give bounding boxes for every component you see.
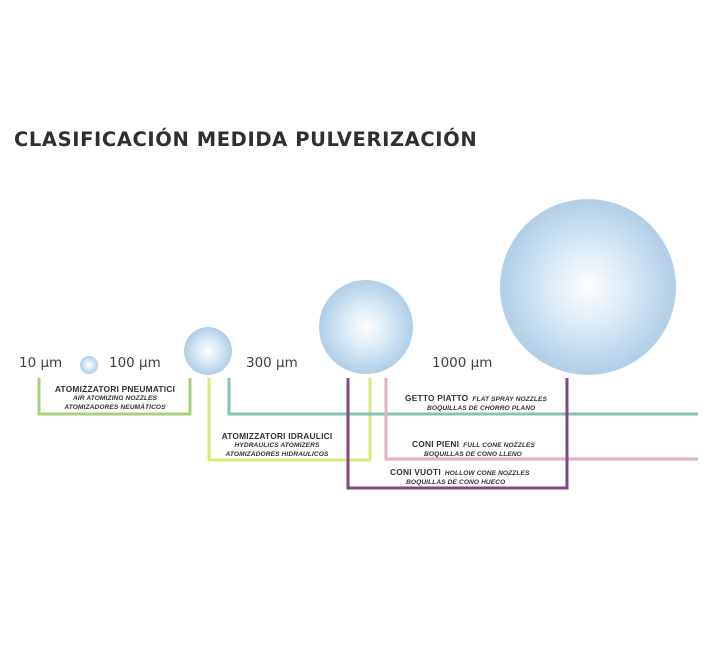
hollow-cone-spanish: BOQUILLAS DE CONO HUECO [406, 479, 506, 486]
air-atomizing-spanish: ATOMIZADORES NEUMÁTICOS [64, 404, 166, 411]
full-cone-range-line [384, 378, 698, 461]
page-title: CLASIFICACIÓN MEDIDA PULVERIZACIÓN [14, 128, 478, 151]
air-atomizing-english: AIR ATOMIZING NOZZLES [72, 395, 158, 402]
full-cone-spanish: BOQUILLAS DE CONO LLENO [424, 451, 522, 458]
flat-spray-range-line [227, 378, 698, 416]
flat-spray-title: GETTO PIATTO [405, 393, 469, 403]
hollow-cone-english: HOLLOW CONE NOZZLES [444, 470, 530, 477]
droplet-300um [184, 327, 232, 375]
hydraulic-range-line [207, 378, 372, 462]
air-atomizing-title: ATOMIZZATORI PNEUMATICI [54, 384, 176, 394]
hydraulic-title: ATOMIZZATORI IDRAULICI [221, 431, 333, 441]
hydraulic-english: HYDRAULICS ATOMIZERS [234, 442, 320, 449]
flat-spray-english: FLAT SPRAY NOZZLES [472, 396, 548, 403]
air-atomizing-label: ATOMIZZATORI PNEUMATICI AIR ATOMIZING NO… [46, 385, 184, 412]
full-cone-title: CONI PIENI [412, 439, 460, 449]
hydraulic-spanish: ATOMIZADORES HIDRAULICOS [225, 451, 329, 458]
droplet-100um [80, 356, 98, 374]
size-label-100um: 100 µm [109, 355, 161, 371]
flat-spray-spanish: BOQUILLAS DE CHORRO PLANO [427, 405, 536, 412]
hollow-cone-title: CONI VUOTI [390, 467, 441, 477]
full-cone-english: FULL CONE NOZZLES [463, 442, 536, 449]
droplet-1000um [319, 280, 413, 374]
hollow-cone-range-line [346, 378, 569, 490]
droplet-large [500, 199, 676, 375]
size-label-300um: 300 µm [246, 355, 298, 371]
size-label-10um: 10 µm [19, 355, 63, 371]
hydraulic-label: ATOMIZZATORI IDRAULICI HYDRAULICS ATOMIZ… [212, 432, 342, 459]
size-label-1000um: 1000 µm [432, 355, 493, 371]
air-atomizing-range-line [37, 378, 192, 416]
